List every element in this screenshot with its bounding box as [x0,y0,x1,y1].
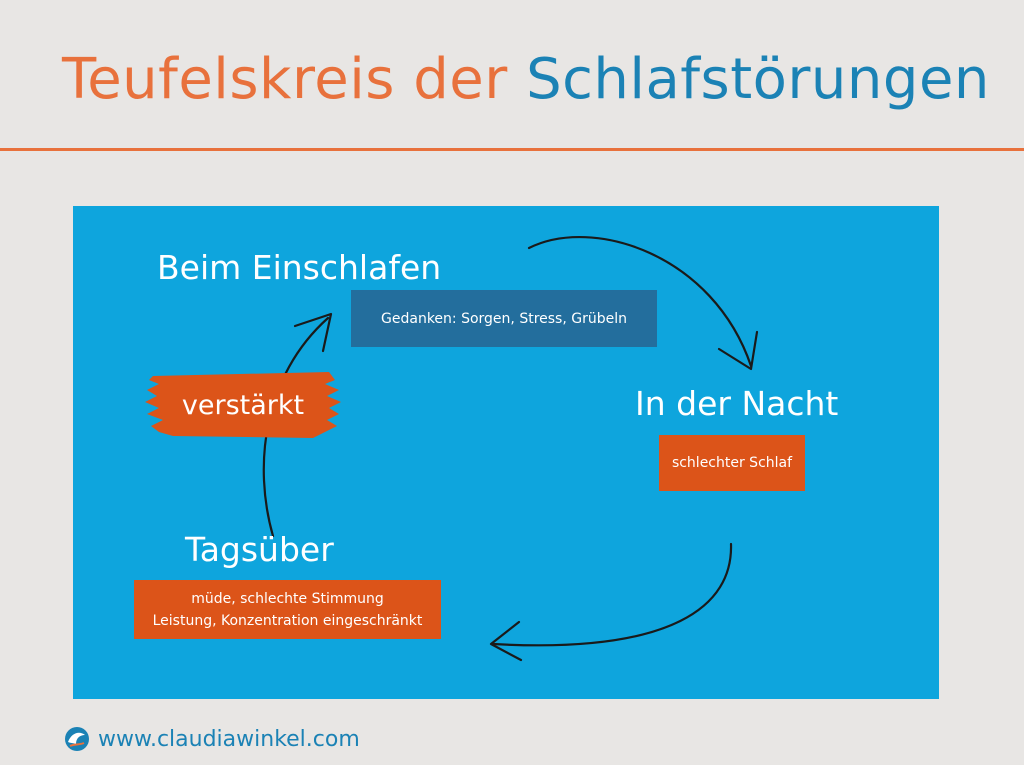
cycle-diagram: Beim Einschlafen Gedanken: Sorgen, Stres… [73,206,939,699]
title-divider [0,148,1024,151]
arrow-to-sleep-head-icon [293,312,333,353]
title-part-blue: Schlafstörungen [526,47,990,112]
stage-box-falling-asleep: Gedanken: Sorgen, Stress, Grübeln [351,290,657,347]
page-title: Teufelskreis der Schlafstörungen [62,40,990,120]
stage-box-line: Gedanken: Sorgen, Stress, Grübeln [381,310,627,327]
title-part-orange: Teufelskreis der [62,47,508,112]
stage-box-line: Leistung, Konzentration eingeschränkt [152,612,423,629]
arrow-to-night-icon [527,235,753,368]
stage-box-daytime: müde, schlechte Stimmung Leistung, Konze… [134,580,441,639]
stage-box-line: müde, schlechte Stimmung [191,590,384,607]
arrow-to-day-head-icon [489,620,523,662]
stage-heading-night: In der Nacht [635,384,839,423]
stage-heading-falling-asleep: Beim Einschlafen [157,248,442,287]
footer-url[interactable]: www.claudiawinkel.com [98,726,360,752]
amplifier-badge: verstärkt [143,370,343,440]
stage-heading-daytime: Tagsüber [185,530,334,569]
arrow-to-day-icon [491,542,733,647]
amplifier-label: verstärkt [181,389,305,421]
footer: www.claudiawinkel.com [64,726,360,752]
brush-stroke-icon [145,372,341,438]
stage-box-night: schlechter Schlaf [659,435,805,491]
stage-box-line: schlechter Schlaf [671,455,793,471]
wave-logo-icon [65,727,89,751]
arrow-to-night-head-icon [717,330,759,371]
